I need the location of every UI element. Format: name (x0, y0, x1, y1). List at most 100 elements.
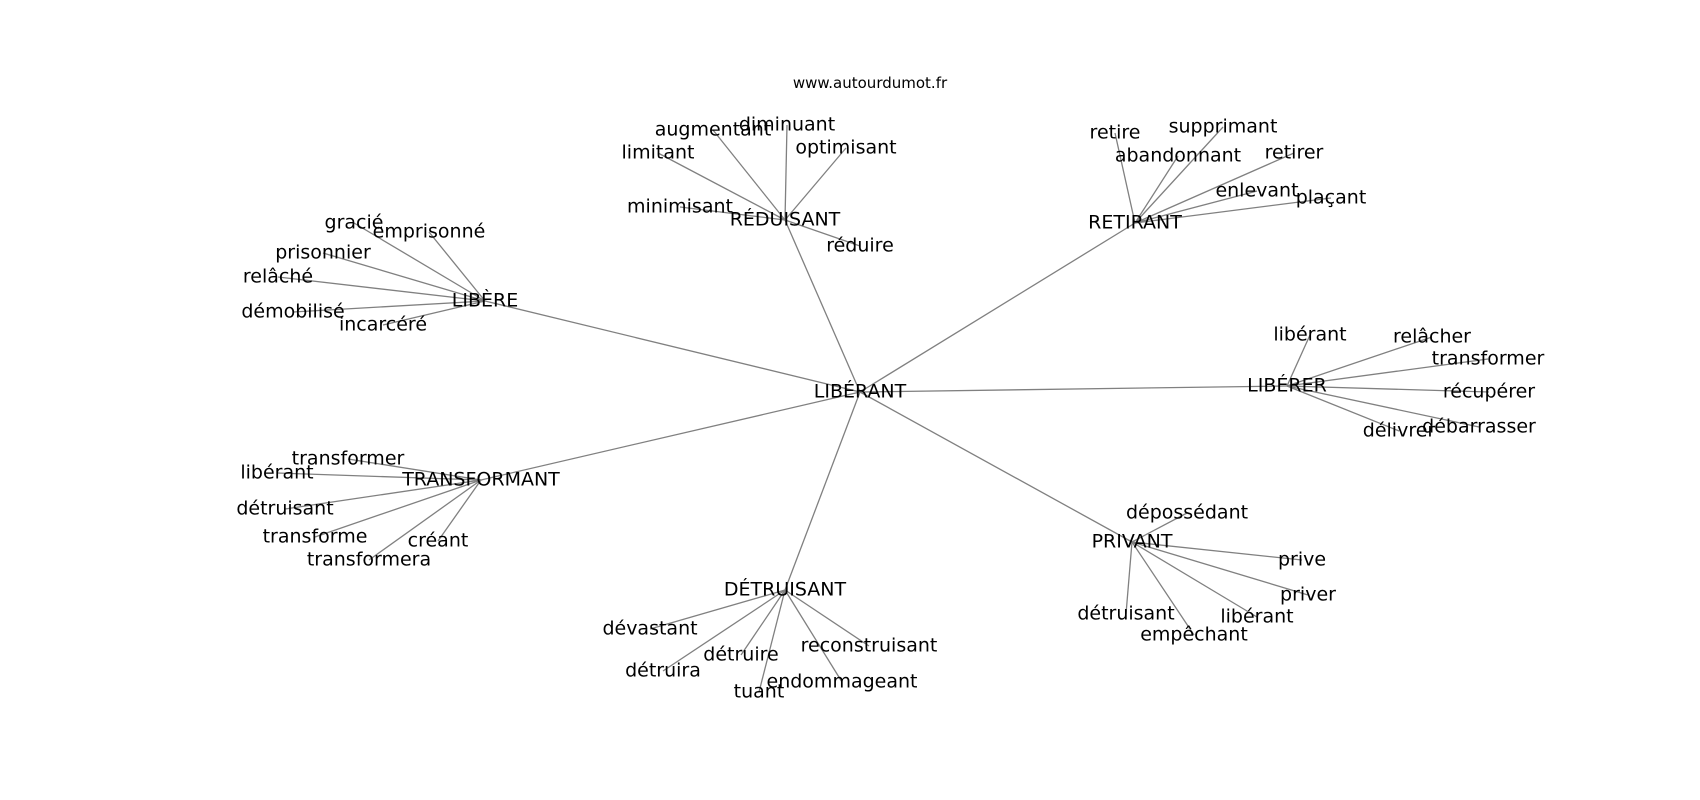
edge-branch-to-leaf (1114, 132, 1136, 224)
branch-node: RETIRANT (1088, 212, 1182, 234)
leaf-node: transforme (263, 526, 368, 548)
leaf-node: priver (1280, 584, 1336, 606)
edge-branch-to-leaf (353, 222, 486, 302)
edge-center-to-branch (480, 391, 861, 481)
edge-center-to-branch (859, 391, 1133, 543)
edge-branch-to-leaf (314, 479, 482, 538)
leaf-node: démobilisé (241, 301, 344, 323)
edge-branch-to-leaf (437, 479, 482, 542)
edge-center-to-branch (784, 219, 861, 393)
leaf-node: transformer (1432, 348, 1545, 370)
leaf-node: retirer (1265, 142, 1324, 164)
leaf-node: détruisant (236, 498, 333, 520)
leaf-node: diminuant (739, 114, 835, 136)
leaf-node: gracié (325, 212, 384, 234)
edge-branch-to-leaf (784, 589, 843, 683)
leaf-node: tuant (734, 681, 785, 703)
edge-branch-to-leaf (1286, 336, 1433, 387)
edge-branch-to-leaf (1286, 358, 1489, 387)
edge-branch-to-leaf (1286, 385, 1400, 432)
edge-branch-to-leaf (649, 589, 786, 630)
leaf-node: emprisonné (373, 221, 486, 243)
branch-node: LIBÉRER (1247, 374, 1327, 397)
leaf-node: dévastant (602, 618, 697, 640)
leaf-node: reconstruisant (801, 635, 938, 657)
leaf-node: libérant (240, 462, 313, 484)
edge-branch-to-leaf (1125, 541, 1133, 615)
leaf-node: dépossédant (1126, 502, 1248, 524)
branch-node: LIBÈRE (452, 289, 518, 312)
edge-branch-to-leaf (382, 300, 486, 326)
edge-branch-to-leaf (784, 589, 870, 647)
edge-branch-to-leaf (1131, 541, 1195, 636)
edge-branch-to-leaf (1134, 152, 1295, 224)
leaf-node: plaçant (1296, 187, 1367, 209)
leaf-node: endommageant (767, 671, 918, 693)
leaf-node: prive (1278, 549, 1326, 571)
leaf-node: empêchant (1140, 624, 1248, 646)
edge-branch-to-leaf (712, 129, 786, 221)
edge-branch-to-leaf (1286, 385, 1490, 393)
graph-edges (276, 124, 1490, 693)
edge-branch-to-leaf (679, 206, 786, 221)
edge-branch-to-leaf (428, 231, 486, 302)
edge-branch-to-leaf (1134, 155, 1179, 224)
edge-branch-to-leaf (784, 124, 788, 221)
center-node: LIBÉRANT (814, 380, 907, 403)
edge-branch-to-leaf (1286, 385, 1480, 428)
edge-branch-to-leaf (1131, 541, 1309, 596)
leaf-node: récupérer (1443, 381, 1535, 403)
branch-node: DÉTRUISANT (724, 578, 847, 601)
edge-branch-to-leaf (277, 276, 486, 302)
edge-branch-to-leaf (1134, 197, 1332, 224)
leaf-node: détruire (703, 644, 778, 666)
leaf-node: créant (408, 530, 469, 552)
edge-branch-to-leaf (292, 300, 486, 313)
edge-branch-to-leaf (1134, 126, 1224, 224)
branch-node: RÉDUISANT (730, 208, 841, 231)
leaf-node: libérant (1220, 606, 1293, 628)
edge-branch-to-leaf (657, 152, 786, 221)
leaf-node: relâcher (1393, 326, 1471, 348)
edge-branch-to-leaf (284, 479, 482, 510)
leaf-node: limitant (622, 142, 695, 164)
leaf-node: prisonnier (275, 242, 371, 264)
edge-branch-to-leaf (662, 589, 786, 672)
leaf-node: transformera (307, 549, 431, 571)
leaf-node: supprimant (1169, 116, 1278, 138)
leaf-node: réduire (826, 235, 894, 257)
edge-center-to-branch (784, 391, 861, 591)
edge-branch-to-leaf (740, 589, 786, 656)
leaf-node: retire (1090, 122, 1141, 144)
edge-center-to-branch (484, 300, 861, 393)
leaf-node: détruisant (1077, 603, 1174, 625)
leaf-node: minimisant (627, 196, 733, 218)
leaf-node: délivrer (1363, 420, 1436, 442)
edge-center-to-branch (859, 385, 1288, 393)
edge-center-to-branch (859, 222, 1136, 393)
branch-node: TRANSFORMANT (401, 469, 560, 491)
edge-branch-to-leaf (784, 219, 861, 247)
leaf-node: incarcéré (339, 314, 427, 336)
leaf-node: enlevant (1215, 180, 1298, 202)
edge-branch-to-leaf (758, 589, 786, 693)
edge-branch-to-leaf (368, 479, 482, 561)
leaf-node: débarrasser (1422, 416, 1536, 438)
leaf-node: optimisant (795, 137, 896, 159)
leaf-node: transformer (292, 448, 405, 470)
leaf-node: relâché (243, 266, 313, 288)
edge-branch-to-leaf (1134, 190, 1258, 224)
branch-node: PRIVANT (1092, 531, 1173, 553)
leaf-node: libérant (1273, 324, 1346, 346)
edge-branch-to-leaf (1131, 541, 1258, 618)
edge-branch-to-leaf (1131, 512, 1188, 543)
edge-branch-to-leaf (1286, 334, 1311, 387)
leaf-node: abandonnant (1115, 145, 1241, 167)
leaf-node: augmentant (655, 119, 772, 141)
edge-branch-to-leaf (347, 458, 482, 481)
edge-branch-to-leaf (1131, 541, 1303, 561)
edge-branch-to-leaf (276, 472, 482, 481)
source-url: www.autourdumot.fr (793, 74, 948, 92)
edge-branch-to-leaf (784, 147, 847, 221)
